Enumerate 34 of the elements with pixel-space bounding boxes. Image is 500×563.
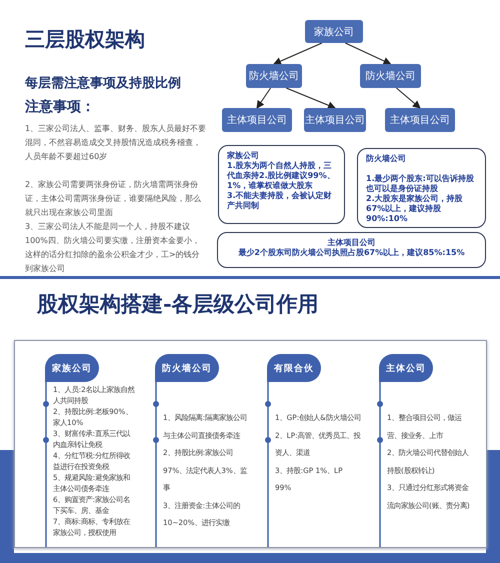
note-box: [218, 145, 345, 224]
note-heading: 主体项目公司: [326, 238, 376, 248]
note-heading: 防火墙公司: [366, 154, 407, 164]
note-box: [357, 148, 486, 228]
arrow: [273, 42, 322, 65]
heading-tab: 防火墙公司: [155, 354, 219, 382]
company-box: 防火墙公司: [246, 64, 302, 88]
panel-box: [14, 340, 487, 548]
company-box: 主体项目公司: [304, 108, 366, 132]
note-paragraph: 1、三家公司法人、监事、财务、股东人员最好不要混同，不然容易造成交叉持股情况造成税务稽查，人员年龄不要超过60岁: [25, 123, 207, 163]
heading-tab: 家族公司: [45, 354, 99, 382]
company-box: 防火墙公司: [360, 64, 421, 88]
company-box: 家族公司: [305, 20, 363, 43]
company-box: 主体项目公司: [222, 108, 292, 132]
heading-tab: 主体公司: [379, 354, 433, 382]
arrow: [286, 88, 336, 110]
arrow: [396, 88, 421, 109]
subheading: 注意事项：: [25, 98, 96, 116]
note-text: 2.大股东是家族公司，持股67%以上，建议持股90%:10%: [366, 194, 464, 224]
note-paragraph: 2、家族公司需要两张身份证，防火墙需两张身份证，主体公司需两张身份证，谁要隔绝风险，那么就只出现在家族公司里面: [25, 179, 202, 219]
heading-tab: 有限合伙: [267, 354, 321, 382]
note-paragraph: 3、三家公司法人不能是同一个人，持股不建议100%四、防火墙公司要实缴，注册资本金要小，这样的话分红扣除的盈余公积金才少，工>的钱分到家族公司: [25, 221, 201, 275]
note-text: 1.股东为两个自然人持股，三代血亲持2.股比例建议99%、1%，谁掌权谁做大股东: [227, 161, 336, 191]
note-text: 1.最少两个股东:可以告诉持股也可以是身份证持股: [366, 174, 475, 194]
section-title: 股权架构搭建-各层级公司作用: [37, 290, 320, 318]
note-box: [217, 232, 486, 268]
arrow: [344, 42, 392, 65]
title: 三层股权架构: [25, 26, 146, 53]
company-box: 主体项目公司: [385, 108, 455, 132]
note-text: 最少2个股东司防火墙公司执照占股67%以上，建议85%:15%: [237, 248, 466, 258]
note-text: 3.不能夫妻持股，会被认定财产共同制: [227, 191, 333, 211]
subheading: 每层需注意事项及持股比例: [25, 74, 182, 92]
note-heading: 家族公司: [227, 151, 260, 161]
arrow: [256, 88, 272, 109]
